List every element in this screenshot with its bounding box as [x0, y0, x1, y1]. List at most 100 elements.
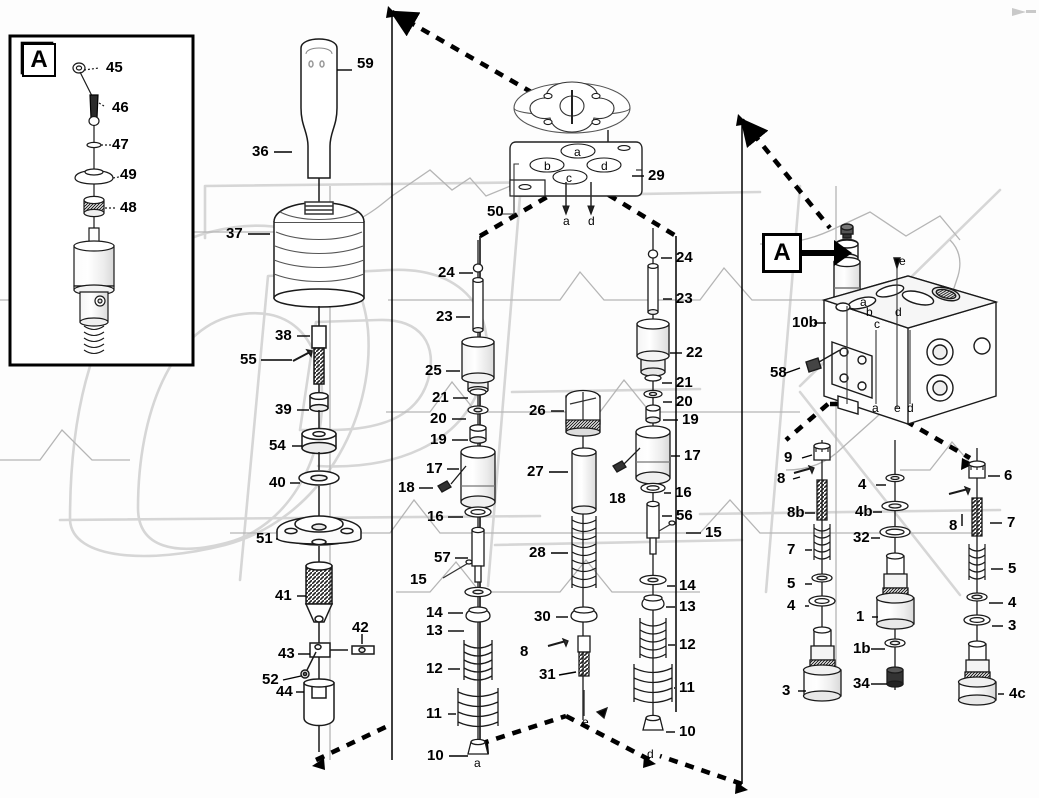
detail-A-pointer-arrow — [798, 240, 852, 266]
callout-28: 28 — [529, 544, 546, 561]
callout-32: 4b — [855, 503, 873, 520]
callout-4-r3: 4 — [1008, 594, 1017, 611]
callout-15-a: 15 — [410, 571, 427, 588]
cartridge-column-3 — [948, 448, 997, 706]
marker-d-bottom-center: d — [647, 747, 654, 761]
marker-a-block-top: a — [860, 295, 867, 309]
marker-a-top: a — [563, 214, 570, 228]
callout-24-a: 24 — [438, 264, 455, 281]
marker-d-block: d — [895, 305, 902, 319]
callout-54: 54 — [269, 437, 286, 454]
marker-a-block-bottom: a — [872, 401, 879, 415]
callout-5-r3: 5 — [1008, 560, 1017, 577]
marker-d-top: d — [588, 214, 595, 228]
callout-16-c: 16 — [675, 484, 692, 501]
callout-59: 59 — [357, 55, 374, 72]
callout-7-r1: 8b — [787, 504, 805, 521]
callout-7-r3: 7 — [1007, 514, 1016, 531]
callout-55: 55 — [240, 351, 257, 368]
callout-8-r1: 8 — [777, 470, 786, 487]
marker-e-block-top: e — [899, 254, 906, 268]
joystick-assembly — [273, 38, 375, 752]
callout-39: 39 — [275, 401, 292, 418]
callout-41: 41 — [275, 587, 292, 604]
callout-44: 44 — [276, 683, 293, 700]
callout-19-a: 19 — [430, 431, 447, 448]
callout-2: 4c — [1009, 685, 1026, 702]
callout-11-a: 11 — [426, 705, 442, 722]
callout-22: 22 — [686, 344, 703, 361]
callout-49: 49 — [120, 166, 137, 183]
callout-50: 50 — [487, 203, 504, 220]
plate-letter-a: a — [574, 145, 581, 159]
callout-35: 34 — [853, 675, 870, 692]
callout-47: 47 — [112, 136, 129, 153]
callout-17-a: 17 — [426, 460, 443, 477]
callout-1-r1: 3 — [782, 682, 791, 699]
marker-d-block-bottom: d — [907, 401, 914, 415]
callout-48: 48 — [120, 199, 137, 216]
callout-57: 57 — [434, 549, 451, 566]
callout-18-c: 18 — [609, 490, 626, 507]
callout-15-c: 15 — [705, 524, 722, 541]
callout-25: 25 — [425, 362, 442, 379]
callout-3-r1: 4 — [787, 597, 796, 614]
marker-a-bottom-left: a — [474, 756, 481, 770]
callout-26: 26 — [529, 402, 546, 419]
callout-9: 58 — [770, 364, 787, 381]
callout-11-c: 11 — [679, 679, 695, 696]
callout-20-c: 20 — [676, 393, 693, 410]
callout-23-a: 23 — [436, 308, 453, 325]
callout-17-c: 17 — [684, 447, 701, 464]
spool-column-a — [437, 240, 499, 755]
callout-51: 51 — [256, 530, 273, 547]
callout-58: 10b — [792, 314, 818, 331]
callout-31: 31 — [539, 666, 556, 683]
detail-reference-badge-A: A — [762, 233, 802, 273]
callout-20-a: 20 — [430, 410, 447, 427]
callout-38: 38 — [275, 327, 292, 344]
valve-block-assembly — [805, 223, 999, 425]
callout-10-a: 10 — [427, 747, 444, 764]
callout-4-r2: 4 — [858, 476, 867, 493]
cartridge-column-1 — [793, 440, 842, 702]
plate-letter-d: d — [601, 159, 608, 173]
callout-14-c: 14 — [679, 577, 696, 594]
callout-21-a: 21 — [432, 389, 449, 406]
detail-inset-parts — [72, 62, 125, 355]
callout-leader-lines — [248, 69, 1004, 757]
callout-29: 29 — [648, 167, 665, 184]
callout-12-a: 12 — [426, 660, 443, 677]
marker-c-block: c — [874, 317, 880, 331]
callout-27: 27 — [527, 463, 544, 480]
callout-33: 32 — [853, 529, 870, 546]
callout-13-a: 13 — [426, 622, 443, 639]
marker-b-block: b — [866, 305, 873, 319]
callout-40: 40 — [269, 474, 286, 491]
callout-14-a: 14 — [426, 604, 443, 621]
callout-8-b: 8 — [520, 643, 529, 660]
callout-34: 1b — [853, 640, 871, 657]
callout-4-r1: 5 — [787, 575, 796, 592]
callout-6-r3: 6 — [1004, 467, 1013, 484]
corner-mark — [1012, 8, 1036, 16]
plate-letter-b: b — [544, 159, 551, 173]
callout-46: 46 — [112, 99, 129, 116]
gate-plate-assembly — [500, 81, 643, 216]
callout-43: 43 — [278, 645, 295, 662]
callout-37: 37 — [226, 225, 243, 242]
callout-16-a: 16 — [427, 508, 444, 525]
marker-e-bottom-center: e — [582, 715, 589, 729]
callout-6-r1: 9 — [784, 449, 793, 466]
spool-column-c — [612, 228, 676, 731]
detail-inset-badge-A: A — [22, 43, 56, 77]
spool-column-b — [547, 389, 609, 720]
callout-5-r1: 7 — [787, 541, 796, 558]
callout-45: 45 — [106, 59, 123, 76]
callout-18-a: 18 — [398, 479, 415, 496]
marker-e-block-bottom: e — [894, 401, 901, 415]
callout-56: 56 — [676, 507, 693, 524]
plate-letter-c: c — [566, 171, 572, 185]
